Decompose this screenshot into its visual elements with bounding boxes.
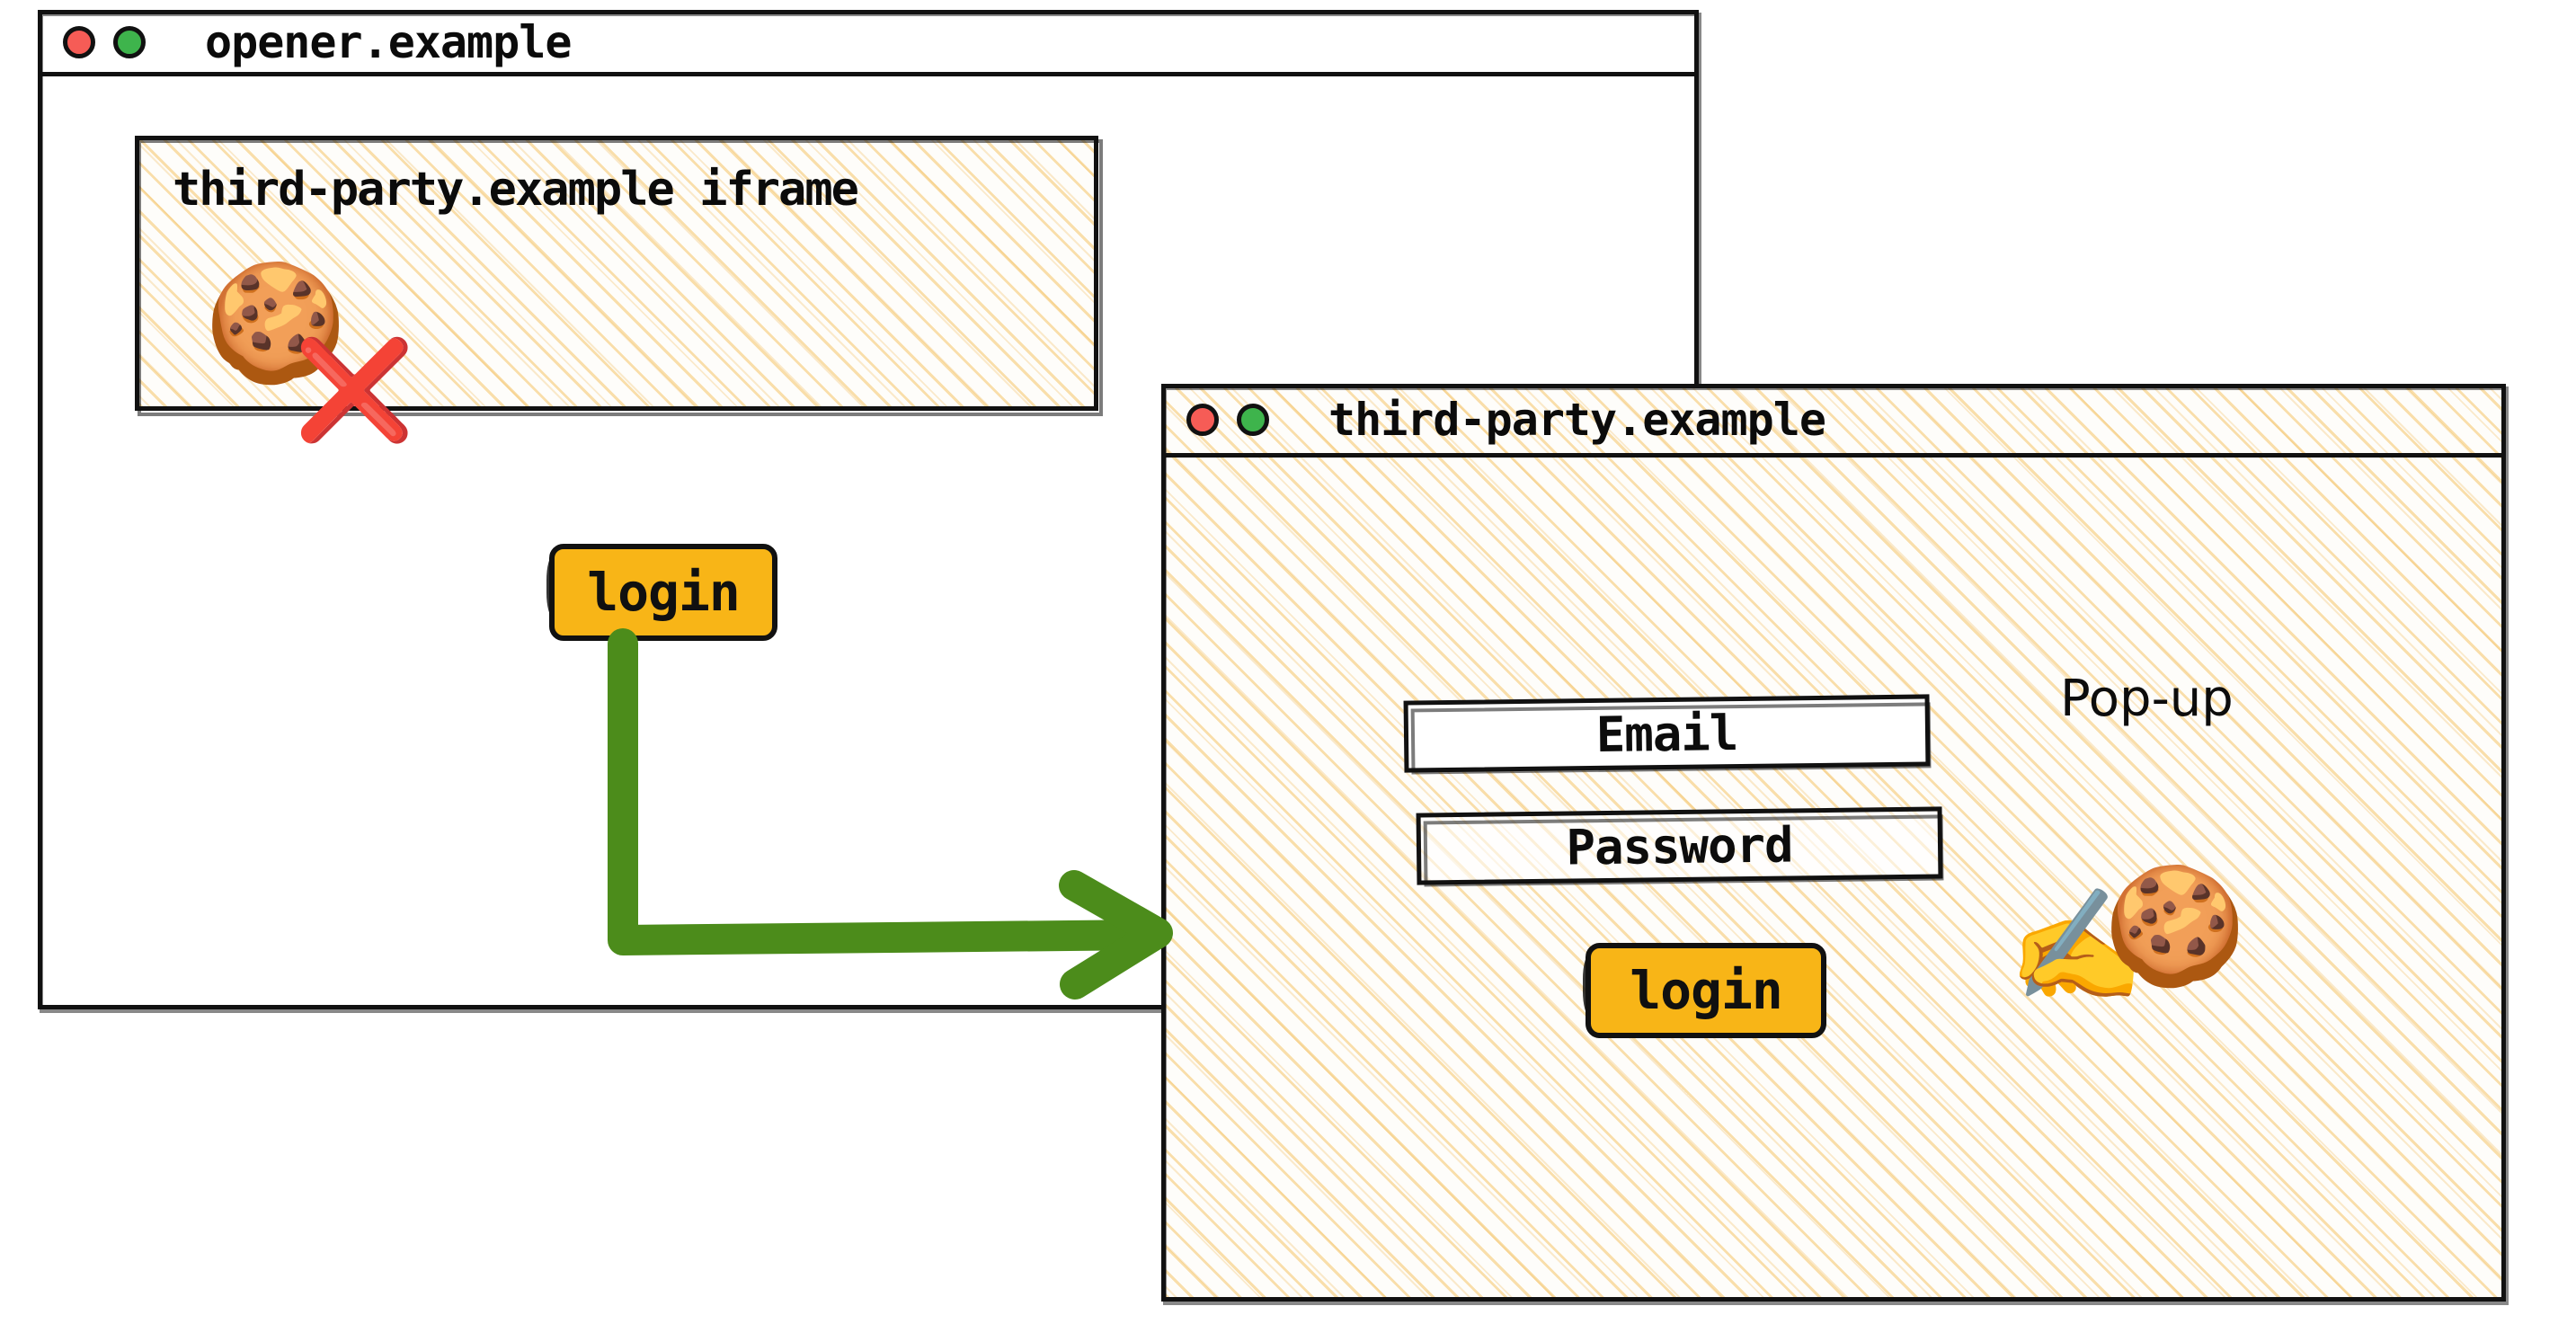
cookie-icon: 🍪 <box>204 256 348 390</box>
opener-titlebar-divider <box>38 72 1699 76</box>
close-dot-icon[interactable] <box>63 26 95 58</box>
password-field[interactable]: Password <box>1416 806 1944 887</box>
popup-close-dot-icon[interactable] <box>1186 404 1219 436</box>
iframe-login-button[interactable]: login <box>546 544 777 641</box>
popup-maximize-dot-icon[interactable] <box>1237 404 1269 436</box>
opener-window-title: opener.example <box>205 16 572 68</box>
writing-hand-icon: ✍️ <box>2008 882 2145 1009</box>
popup-login-button-label: login <box>1630 960 1783 1021</box>
iframe-label: third-party.example iframe <box>173 163 859 217</box>
iframe-border-sketch <box>138 139 1103 416</box>
third-party-iframe <box>135 136 1103 416</box>
opener-titlebar: opener.example <box>38 10 1699 75</box>
popup-window-title: third-party.example <box>1328 394 1826 446</box>
iframe-border <box>135 136 1098 411</box>
password-field-label: Password <box>1566 815 1793 876</box>
popup-window: third-party.example Email Password login… <box>1161 384 2509 1305</box>
cookie-icon: 🍪 <box>2103 859 2247 993</box>
popup-titlebar: third-party.example <box>1161 384 2506 456</box>
popup-annotation-label: Pop-up <box>2060 670 2234 728</box>
maximize-dot-icon[interactable] <box>113 26 146 58</box>
popup-login-button[interactable]: login <box>1583 943 1826 1038</box>
popup-titlebar-divider <box>1161 453 2506 458</box>
email-field-label: Email <box>1595 704 1738 763</box>
cross-mark-icon: ❌ <box>294 334 415 447</box>
iframe-login-button-label: login <box>587 562 741 623</box>
email-field[interactable]: Email <box>1403 694 1932 775</box>
